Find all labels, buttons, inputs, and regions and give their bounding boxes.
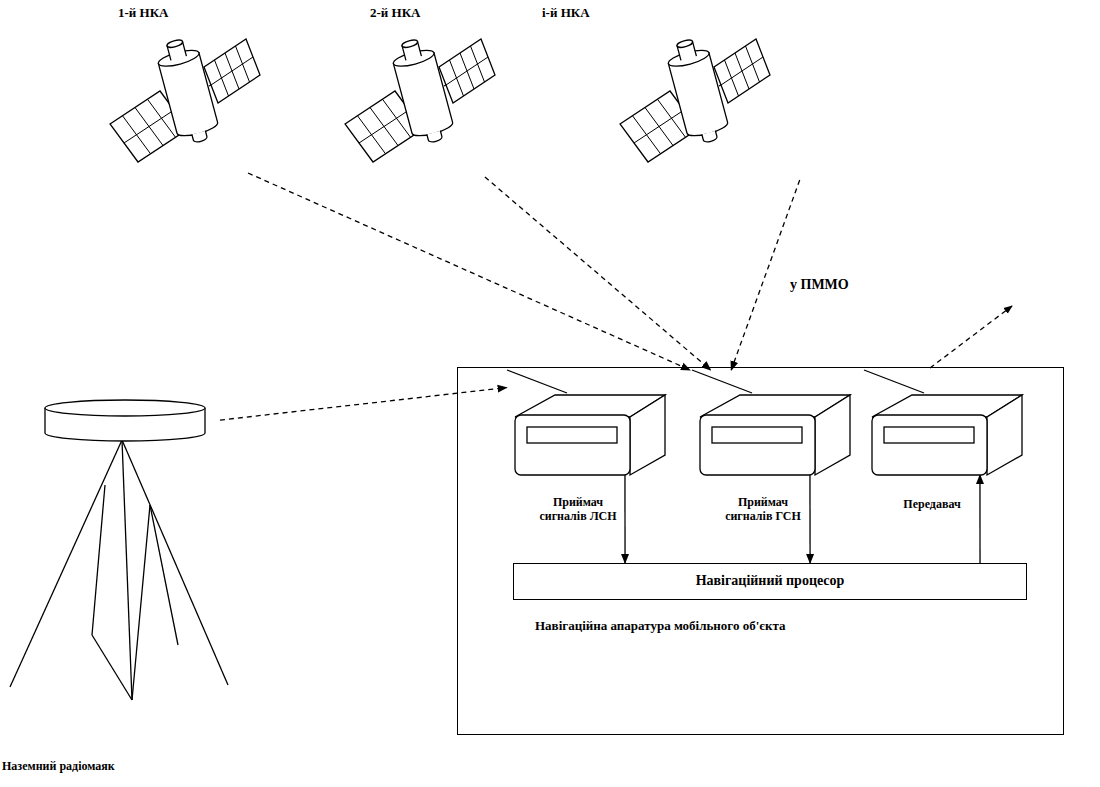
signal-arrow [731, 180, 799, 370]
satellite: 1-й НКА [110, 5, 260, 173]
antenna-top [401, 39, 418, 49]
satellite-figure [620, 35, 770, 162]
case-side [630, 395, 665, 475]
processor-box: Навігаційний процесор [513, 563, 1027, 600]
node-label: Навігаційна апаратура мобільного об'єкта [535, 618, 785, 634]
tripod-leg [132, 505, 150, 700]
tripod-leg [92, 635, 132, 700]
node-label: і-й НКА [542, 5, 590, 21]
ground-beacon-drawing [0, 395, 235, 787]
antenna [507, 370, 567, 393]
receiver: Приймач сигналів ГСН [690, 370, 855, 530]
node-label: Навігаційний процесор [514, 564, 1026, 599]
satellite: 2-й НКА [340, 5, 495, 177]
case-front [515, 415, 630, 475]
receiver: Приймач сигналів ЛСН [505, 370, 670, 530]
node-label: Приймач сигналів ЛСН [530, 495, 626, 524]
case-side [987, 395, 1022, 475]
node-label: 2-й НКА [370, 5, 421, 21]
solar-panel [714, 39, 770, 103]
panel-grid [359, 110, 409, 143]
engine [192, 131, 208, 143]
antenna-top [676, 39, 693, 49]
satellite-drawing [110, 5, 260, 173]
satellite-body [154, 35, 221, 146]
engine [702, 131, 718, 143]
panel-grid [721, 57, 763, 85]
node-label: Наземний радіомаяк [2, 759, 115, 773]
tripod-leg [122, 440, 132, 700]
satellite-body [664, 35, 731, 146]
tripod-leg [10, 440, 122, 687]
antenna [864, 370, 924, 393]
antenna-top [166, 39, 183, 49]
tripod-leg [92, 485, 105, 635]
data-arrow [624, 475, 625, 563]
equipment-box: Навігаційна апаратура мобільного об'єкта… [457, 367, 1064, 735]
panel-grid [211, 57, 253, 85]
output-label: у ПММО [790, 277, 849, 294]
signal-arrow [248, 173, 690, 370]
satellite-drawing [540, 5, 805, 180]
solar-panel [204, 39, 260, 103]
case-front [872, 415, 987, 475]
node-label: Приймач сигналів ГСН [715, 495, 811, 524]
case-side [815, 395, 850, 475]
panel-grid [124, 110, 174, 143]
signal-arrow [485, 177, 711, 370]
solar-panel [439, 39, 495, 103]
engine [427, 131, 443, 143]
display-window [712, 427, 802, 443]
satellite-figure [110, 35, 260, 162]
node-label: Передавач [882, 497, 982, 511]
case-front [700, 415, 815, 475]
satellite-body [389, 35, 456, 146]
node-label: 1-й НКА [118, 5, 169, 21]
panel-grid [446, 57, 488, 85]
display-window [527, 427, 617, 443]
tripod-leg [150, 505, 178, 645]
output-arrow [930, 306, 1012, 368]
transmitter: Передавач [862, 370, 1015, 530]
beacon-antenna-top [45, 400, 205, 416]
satellite-drawing [340, 5, 495, 177]
antenna [692, 370, 752, 393]
ground-beacon: Наземний радіомаяк [0, 395, 235, 787]
signal-arrow [220, 388, 507, 420]
satellite-figure [345, 35, 495, 162]
data-arrow [979, 475, 980, 563]
satellite: і-й НКА [540, 5, 805, 180]
data-arrow [809, 475, 810, 563]
tripod-leg [122, 440, 228, 685]
display-window [884, 427, 974, 443]
panel-grid [634, 110, 684, 143]
